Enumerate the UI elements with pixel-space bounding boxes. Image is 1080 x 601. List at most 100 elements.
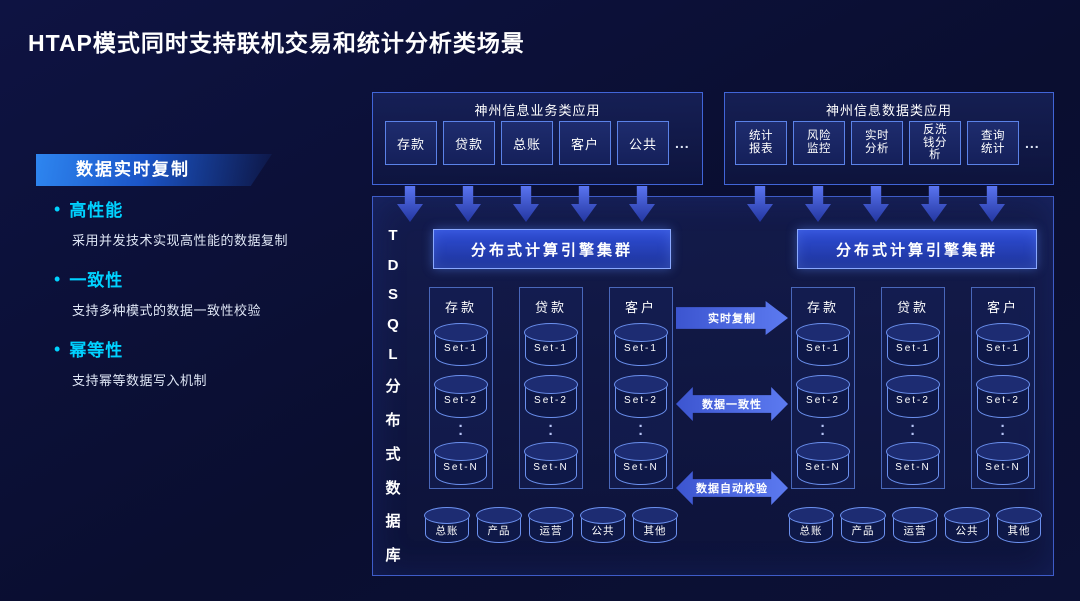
db-set-cylinder: Set-1 [886,323,940,366]
section-badge: 数据实时复制 [36,154,272,186]
bottom-db-cylinder: 运营 [892,507,938,543]
feature-heading: •高性能 [54,196,364,221]
db-set-cylinder: Set-N [886,442,940,485]
ellipsis-dots: · · [638,418,644,443]
db-set-cylinder: Set-2 [976,375,1030,418]
vertical-label-char: 布 [385,412,401,430]
app-item: 贷款 [443,121,495,165]
page-title: HTAP模式同时支持联机交易和统计分析类场景 [28,30,525,56]
db-set-label: Set-2 [896,395,930,406]
replication-links: 实时复制数据一致性数据自动校验 [673,197,791,575]
db-set-cylinder: Set-N [614,442,668,485]
bottom-db-cylinder: 公共 [944,507,990,543]
bottom-db-cylinder: 运营 [528,507,574,543]
db-set-cylinder: Set-1 [524,323,578,366]
replication-arrow: 数据一致性 [676,387,788,421]
db-set-cylinder: Set-1 [796,323,850,366]
business-apps-panel: 神州信息业务类应用 存款贷款总账客户公共... [372,92,703,185]
db-set-label: Set-2 [986,395,1020,406]
db-set-cylinder: Set-1 [614,323,668,366]
business-apps-title: 神州信息业务类应用 [474,103,601,118]
vertical-label-char: D [387,256,399,274]
vertical-label-char: T [388,227,398,244]
feature-heading: •幂等性 [54,336,364,361]
feature-heading: • 一致性 [54,266,364,291]
business-apps-items: 存款贷款总账客户公共... [385,121,696,165]
ellipsis-dots: · · [910,418,916,443]
ellipsis-label: ... [675,135,690,151]
db-set-label: Set-2 [624,395,658,406]
db-set-label: Set-1 [986,343,1020,354]
ellipsis-label: ... [1025,135,1040,151]
vertical-label-char: 库 [385,546,401,564]
bottom-db-label: 运营 [903,525,927,537]
db-set-label: Set-2 [444,395,478,406]
db-column-title: 客户 [986,300,1019,315]
bullet-icon: • [54,338,61,359]
bottom-db-label: 总账 [435,525,459,537]
db-set-label: Set-N [895,462,931,473]
engine-cluster-label: 分布式计算引擎集群 [433,229,671,269]
app-item: 实时 分析 [851,121,903,165]
vertical-label-char: 据 [385,513,401,531]
bottom-db-label: 公共 [591,525,615,537]
db-set-label: Set-N [985,462,1021,473]
bullet-icon: • [54,268,61,289]
feature-desc: 支持幂等数据写入机制 [72,373,208,388]
db-set-cylinder: Set-N [524,442,578,485]
bottom-db-cylinder: 产品 [476,507,522,543]
ellipsis-dots: · · [820,418,826,443]
db-set-label: Set-1 [896,343,930,354]
app-item: 总账 [501,121,553,165]
ellipsis-dots: · · [458,418,464,443]
bottom-db-label: 其他 [643,525,667,537]
app-item: 公共 [617,121,669,165]
bottom-db-cylinder: 公共 [580,507,626,543]
app-item: 查询 统计 [967,121,1019,165]
vertical-label-char: 分 [385,378,401,396]
db-set-label: Set-1 [806,343,840,354]
app-item: 存款 [385,121,437,165]
feature-list: •高性能采用并发技术实现高性能的数据复制 • 一致性支持多种模式的数据一致性校验 •幂… [54,196,364,406]
db-column-title: 贷款 [896,300,929,315]
db-set-label: Set-1 [444,343,478,354]
bullet-icon: • [54,198,61,219]
bottom-db-cylinder: 总账 [424,507,470,543]
bottom-db-cylinder: 产品 [840,507,886,543]
app-item: 客户 [559,121,611,165]
bottom-db-cylinder: 其他 [632,507,678,543]
bottom-db-label: 总账 [799,525,823,537]
bottom-db-label: 产品 [487,525,511,537]
feature-desc: 采用并发技术实现高性能的数据复制 [72,233,289,248]
db-set-cylinder: Set-2 [796,375,850,418]
bottom-db-label: 产品 [851,525,875,537]
db-set-cylinder: Set-1 [976,323,1030,366]
bottom-db-cylinder: 其他 [996,507,1042,543]
db-column-title: 存款 [444,300,477,315]
db-set-cylinder: Set-2 [434,375,488,418]
db-set-cylinder: Set-N [434,442,488,485]
vertical-label-char: Q [387,316,399,334]
bottom-db-label: 公共 [955,525,979,537]
app-item: 统计 报表 [735,121,787,165]
db-set-label: Set-N [443,462,479,473]
bottom-db-cylinder: 总账 [788,507,834,543]
db-set-cylinder: Set-N [796,442,850,485]
engine-cluster-label: 分布式计算引擎集群 [797,229,1037,269]
app-item: 风险 监控 [793,121,845,165]
data-apps-title: 神州信息数据类应用 [825,103,952,118]
feature-desc: 支持多种模式的数据一致性校验 [72,303,262,318]
db-set-label: Set-N [623,462,659,473]
replication-arrow: 实时复制 [676,301,788,335]
data-apps-panel: 神州信息数据类应用 统计 报表风险 监控实时 分析反洗 钱分 析查询 统计... [724,92,1054,185]
app-item: 反洗 钱分 析 [909,121,961,165]
feature-title: 一致性 [69,271,124,290]
